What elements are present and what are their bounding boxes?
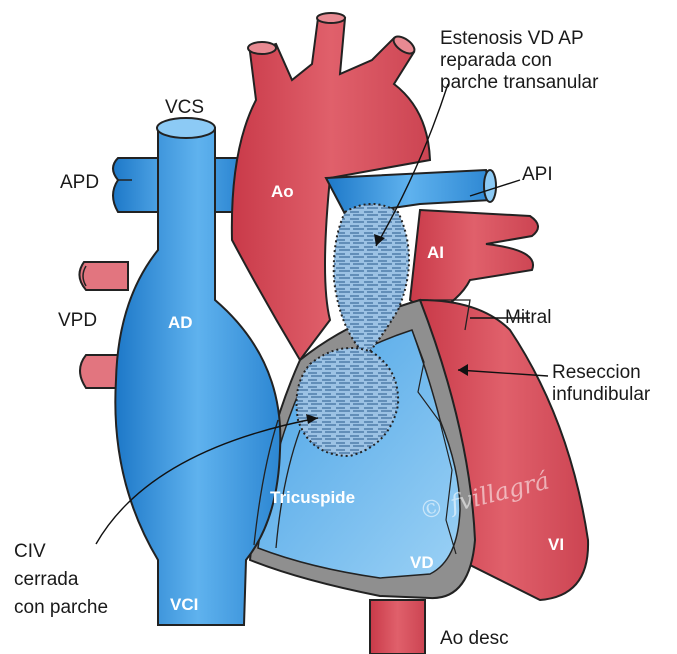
label-reseccion-line: infundibular: [552, 384, 650, 406]
label-estenosis-line: parche transanular: [440, 72, 598, 94]
label-ai: AI: [427, 243, 444, 263]
label-estenosis-line: Estenosis VD AP: [440, 28, 598, 50]
label-vpd: VPD: [58, 310, 97, 332]
label-estenosis-line: reparada con: [440, 50, 598, 72]
label-estenosis: Estenosis VD AP reparada con parche tran…: [440, 28, 598, 94]
left-pulmonary-artery: [326, 170, 492, 214]
label-civ: CIV cerrada con parche: [14, 538, 108, 622]
label-reseccion-line: Reseccion: [552, 362, 650, 384]
label-vci: VCI: [170, 595, 198, 615]
label-ao: Ao: [271, 182, 294, 202]
label-apd: APD: [60, 172, 99, 194]
descending-aorta: [370, 600, 425, 654]
label-civ-line: con parche: [14, 594, 108, 622]
label-tricuspide: Tricuspide: [270, 488, 355, 508]
label-civ-line: cerrada: [14, 566, 108, 594]
label-ad: AD: [168, 313, 193, 333]
label-vcs: VCS: [165, 97, 204, 119]
label-reseccion: Reseccion infundibular: [552, 362, 650, 406]
label-vd: VD: [410, 553, 434, 573]
label-civ-line: CIV: [14, 538, 108, 566]
label-vi: VI: [548, 535, 564, 555]
label-ao-desc: Ao desc: [440, 628, 509, 650]
label-api: API: [522, 164, 553, 186]
label-mitral: Mitral: [505, 307, 551, 329]
